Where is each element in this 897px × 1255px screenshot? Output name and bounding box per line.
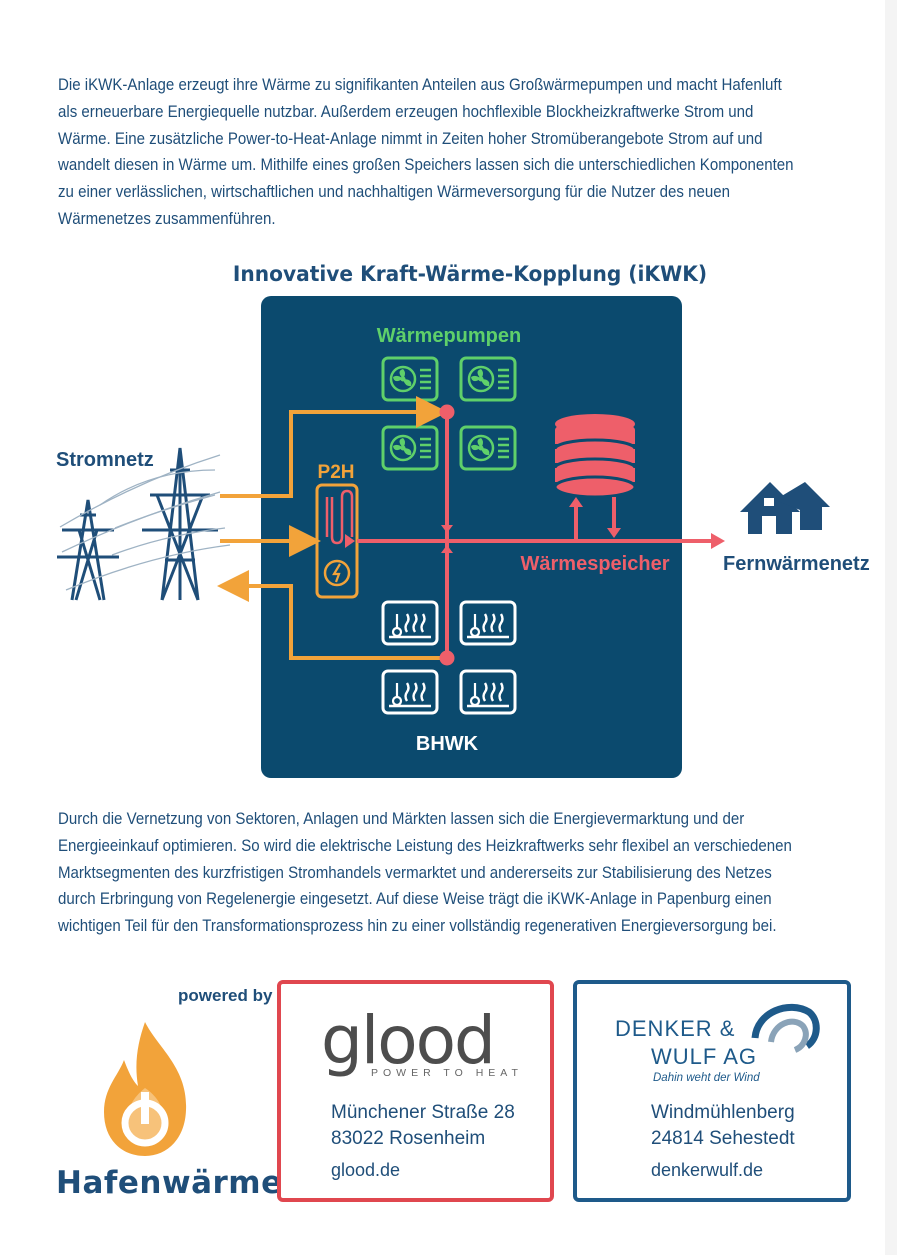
diagram-title: Innovative Kraft-Wärme-Kopplung (iKWK) — [232, 262, 708, 286]
storage-tank-icon — [553, 414, 637, 499]
glood-website-link[interactable]: glood.de — [331, 1160, 401, 1180]
page-edge — [885, 0, 897, 1255]
chp-label: BHWK — [416, 733, 479, 755]
denker-wulf-slogan: Dahin weht der Wind — [653, 1072, 760, 1084]
flame-logo-icon — [104, 1022, 187, 1156]
storage-label: Wärmespeicher — [521, 553, 670, 575]
denker-wulf-card: DENKER & WULF AG Dahin weht der Wind Win… — [573, 980, 851, 1202]
p2h-label: P2H — [318, 462, 355, 483]
denker-wulf-street: Windmühlenberg — [651, 1102, 795, 1123]
denker-wulf-website-link[interactable]: denkerwulf.de — [651, 1160, 764, 1180]
denker-wulf-name-line2: WULF AG — [651, 1044, 758, 1069]
wind-swirl-icon — [751, 1003, 820, 1053]
glood-logo: glood — [321, 1002, 496, 1079]
intro-paragraph: Die iKWK-Anlage erzeugt ihre Wärme zu si… — [58, 76, 794, 228]
glood-city: 83022 Rosenheim — [331, 1128, 486, 1149]
power-tower-icon — [57, 447, 218, 601]
ikwk-diagram: Wärmepumpen BHWK P2H Wärmespeicher Strom… — [56, 296, 870, 778]
outro-paragraph: Durch die Vernetzung von Sektoren, Anlag… — [58, 810, 792, 936]
hafenwaerme-brand: Hafenwärme — [56, 1165, 283, 1201]
denker-wulf-city: 24814 Sehestedt — [651, 1128, 795, 1149]
glood-card: glood POWER TO HEAT Münchener Straße 28 … — [277, 980, 554, 1202]
glood-street: Münchener Straße 28 — [331, 1102, 515, 1123]
house-icon — [740, 482, 830, 534]
denker-wulf-name-line1: DENKER & — [615, 1016, 736, 1041]
powered-by-label: powered by — [178, 986, 273, 1005]
district-heating-label: Fernwärmenetz — [723, 553, 870, 575]
grid-label: Stromnetz — [56, 449, 154, 471]
glood-tagline: POWER TO HEAT — [371, 1067, 523, 1079]
heat-pumps-label: Wärmepumpen — [377, 325, 521, 347]
